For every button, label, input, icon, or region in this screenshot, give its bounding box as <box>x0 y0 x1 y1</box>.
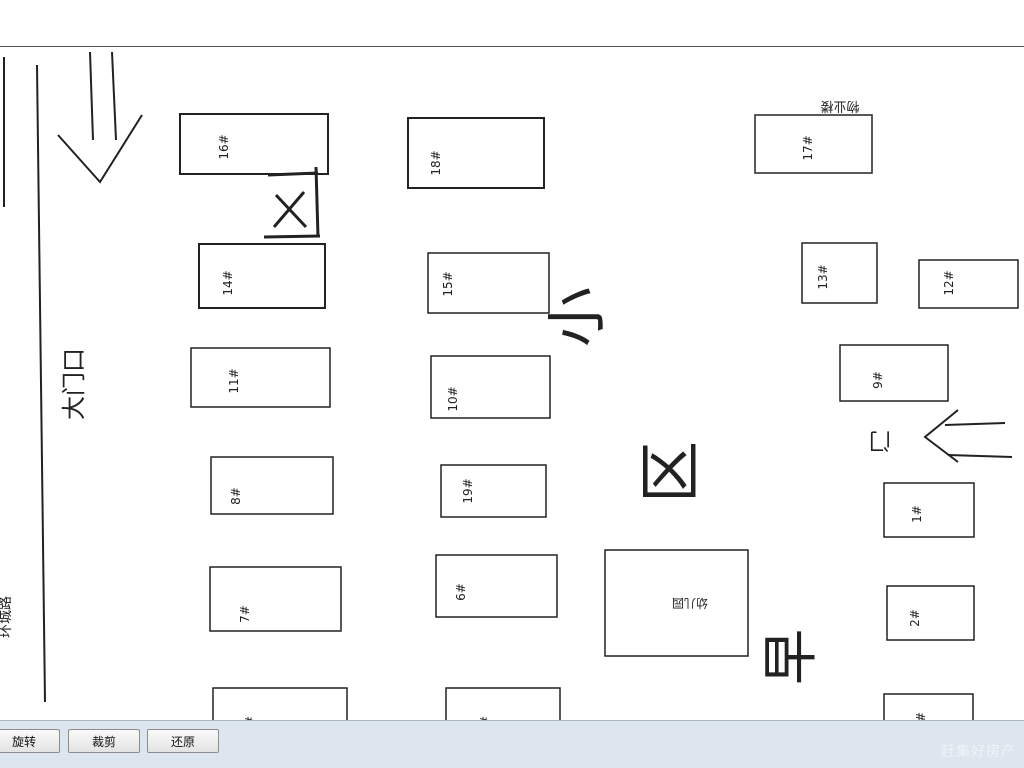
property-building-label: 物业楼 <box>820 98 859 113</box>
road-edge-line <box>36 64 46 703</box>
building-label: 10# <box>446 386 460 411</box>
building-13: 13# <box>801 242 878 304</box>
hand-drawn-site-map: 16# 18# 17# 14# 15# 13# 12# 11# <box>0 51 1019 720</box>
building-label: 6# <box>454 583 468 601</box>
building-label: 9# <box>871 371 885 389</box>
building-9: 9# <box>839 344 949 402</box>
building-16: 16# <box>179 113 329 175</box>
building-label: 13# <box>816 264 830 289</box>
building-label: # <box>914 712 928 720</box>
building-11: 11# <box>190 347 331 408</box>
crop-button[interactable]: 裁剪 <box>68 729 140 753</box>
image-toolbar: 旋转 裁剪 还原 赶集好房产 <box>0 720 1024 768</box>
left-arrow-icon <box>923 409 1013 463</box>
building-label: # <box>478 716 492 720</box>
road-label: 环城路 <box>0 596 14 638</box>
building-label: 12# <box>942 270 956 295</box>
building-kindergarten: 幼儿园 <box>604 549 749 657</box>
building-bottom-mid: # <box>445 687 561 720</box>
building-label: 11# <box>227 368 241 393</box>
building-10: 10# <box>430 355 551 419</box>
building-18: 18# <box>407 117 545 189</box>
building-6: 6# <box>435 554 558 618</box>
building-label: 19# <box>461 478 475 503</box>
building-label: 17# <box>801 135 815 160</box>
building-7: 7# <box>209 566 342 632</box>
building-1: 1# <box>883 482 975 538</box>
building-19: 19# <box>440 464 547 518</box>
building-bottom-right: # <box>883 693 974 720</box>
image-viewer-canvas[interactable]: 16# 18# 17# 14# 15# 13# 12# 11# <box>0 47 1024 720</box>
building-label: 16# <box>217 134 231 159</box>
cross-mark-icon <box>263 166 321 239</box>
building-label: 1# <box>910 505 924 523</box>
side-gate-label: 门 <box>869 427 891 452</box>
building-label: 7# <box>238 605 252 623</box>
district-char-qu: 区 <box>634 441 707 503</box>
building-label: 18# <box>429 150 443 175</box>
down-arrow-icon <box>57 51 143 184</box>
main-gate-label: 大门口 <box>60 348 88 420</box>
building-label: 2# <box>908 609 922 627</box>
district-char-xiao: 小 <box>543 287 613 347</box>
building-bottom-left: # <box>212 687 348 720</box>
building-label: # <box>243 716 257 720</box>
building-label: 15# <box>441 271 455 296</box>
building-8: 8# <box>210 456 334 515</box>
building-label: 8# <box>229 487 243 505</box>
building-14: 14# <box>198 243 326 309</box>
building-label: 14# <box>221 270 235 295</box>
area-char-label: 早 <box>759 629 824 685</box>
building-17: 17# <box>754 114 873 174</box>
building-label: 幼儿园 <box>672 596 708 610</box>
building-2: 2# <box>886 585 975 641</box>
reset-button[interactable]: 还原 <box>147 729 219 753</box>
building-12: 12# <box>918 259 1019 309</box>
rotate-button[interactable]: 旋转 <box>0 729 60 753</box>
viewer-top-border <box>0 46 1024 47</box>
building-15: 15# <box>427 252 550 314</box>
watermark-text: 赶集好房产 <box>941 744 1016 760</box>
